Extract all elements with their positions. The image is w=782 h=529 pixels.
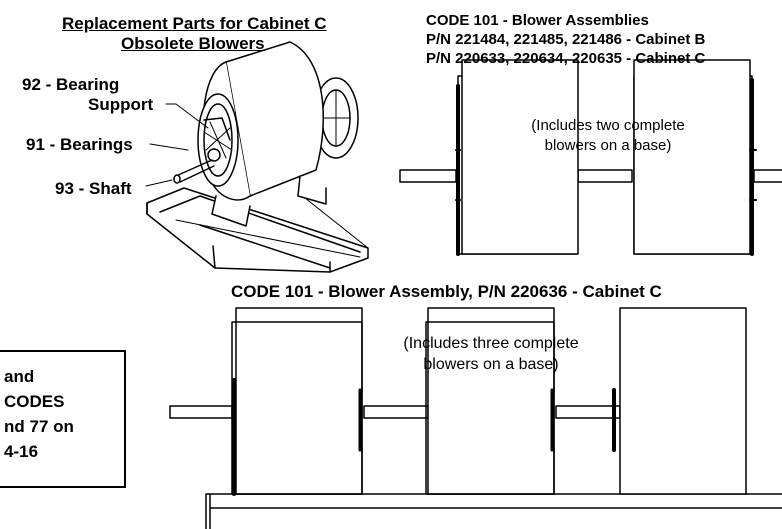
callout-bearing-support-2: Support [88,95,154,114]
dual-blower-assembly [399,59,782,256]
obsolete-blower-drawing [146,41,369,273]
dual-assembly-title: CODE 101 - Blower Assemblies [426,12,649,29]
dual-assembly-note-line1: (Includes two complete [531,117,685,134]
callout-shaft: 93 - Shaft [55,179,132,198]
dual-assembly-pn-cabinet-b: P/N 221484, 221485, 221486 - Cabinet B [426,31,706,48]
reference-box-line2: CODES [4,392,65,411]
reference-box: and CODES nd 77 on 4-16 [0,350,126,488]
reference-box-line3: nd 77 on [4,417,74,436]
callout-bearing-support: 92 - Bearing [22,75,120,94]
triple-assembly-note: (Includes three complete blowers on a ba… [380,334,602,376]
page-subtitle: Obsolete Blowers [121,34,265,53]
dual-assembly-note: (Includes two complete blowers on a base… [492,116,724,155]
dual-assembly-pn-cabinet-c: P/N 220633, 220634, 220635 - Cabinet C [426,50,706,67]
triple-assembly-note-line2: blowers on a base) [423,355,559,373]
callout-leaders [145,103,209,187]
triple-blower-assembly [169,307,782,529]
callout-bearings: 91 - Bearings [26,135,133,154]
reference-box-line4: 4-16 [4,442,39,461]
reference-box-line1: and [4,367,35,386]
page-title: Replacement Parts for Cabinet C [62,14,327,33]
dual-assembly-note-line2: blowers on a base) [544,136,672,154]
triple-assembly-title: CODE 101 - Blower Assembly, P/N 220636 -… [231,282,662,301]
triple-assembly-note-line1: (Includes three complete [403,335,579,352]
